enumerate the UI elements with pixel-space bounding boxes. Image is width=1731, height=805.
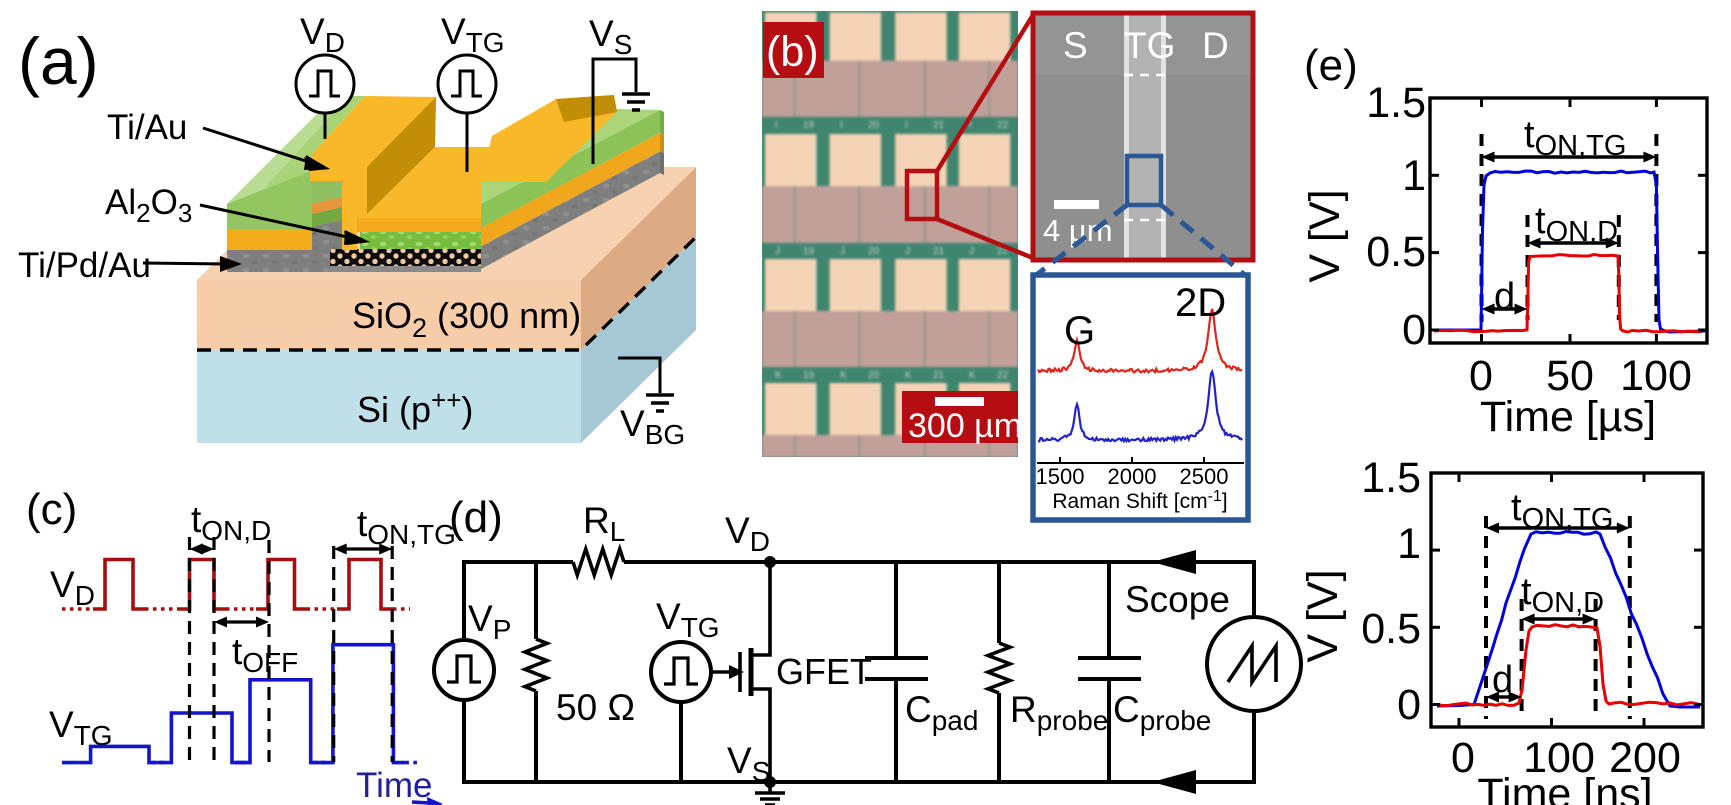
- svg-text:V [V]: V [V]: [1299, 569, 1347, 662]
- svg-text:Time: Time: [356, 766, 432, 805]
- svg-text:19: 19: [803, 370, 815, 381]
- svg-text:VTG: VTG: [49, 704, 113, 751]
- svg-text:0: 0: [1469, 352, 1493, 400]
- svg-text:22: 22: [997, 370, 1009, 381]
- svg-text:Time [ns]: Time [ns]: [1477, 770, 1652, 805]
- svg-text:0.5: 0.5: [1366, 228, 1426, 276]
- svg-text:22: 22: [997, 120, 1009, 131]
- svg-text:1500: 1500: [1036, 464, 1085, 489]
- svg-text:d: d: [1492, 659, 1513, 701]
- svg-text:J: J: [969, 246, 974, 257]
- svg-text:1: 1: [1397, 520, 1421, 568]
- svg-text:I: I: [775, 120, 778, 131]
- svg-text:(e): (e): [1304, 41, 1358, 90]
- svg-text:(c): (c): [26, 485, 77, 534]
- svg-text:Raman Shift [cm-1]: Raman Shift [cm-1]: [1052, 488, 1227, 513]
- svg-text:1: 1: [1402, 152, 1426, 200]
- svg-text:I: I: [840, 120, 843, 131]
- svg-text:(d): (d): [449, 493, 503, 542]
- svg-text:Ti/Au: Ti/Au: [107, 108, 187, 147]
- svg-text:K: K: [905, 370, 912, 381]
- svg-text:K: K: [775, 370, 782, 381]
- svg-text:21: 21: [933, 370, 945, 381]
- svg-text:K: K: [969, 370, 976, 381]
- svg-text:VD: VD: [50, 564, 95, 611]
- svg-text:200: 200: [1609, 734, 1681, 782]
- svg-text:20: 20: [868, 120, 880, 131]
- svg-text:100: 100: [1523, 734, 1595, 782]
- svg-text:20: 20: [868, 370, 880, 381]
- svg-text:1.5: 1.5: [1361, 454, 1421, 502]
- svg-text:J: J: [905, 246, 910, 257]
- svg-text:S: S: [1063, 25, 1088, 66]
- svg-text:I: I: [969, 120, 972, 131]
- svg-text:K: K: [840, 370, 847, 381]
- svg-text:0.5: 0.5: [1361, 605, 1421, 653]
- svg-text:Time [µs]: Time [µs]: [1480, 393, 1656, 441]
- svg-text:22: 22: [997, 246, 1009, 257]
- svg-text:D: D: [1202, 25, 1229, 66]
- svg-text:GFET: GFET: [776, 651, 872, 692]
- svg-text:2000: 2000: [1108, 464, 1157, 489]
- svg-text:50 Ω: 50 Ω: [556, 687, 635, 728]
- svg-text:J: J: [840, 246, 845, 257]
- svg-text:20: 20: [868, 246, 880, 257]
- svg-text:0: 0: [1397, 681, 1421, 729]
- svg-text:J: J: [775, 246, 780, 257]
- svg-text:19: 19: [803, 246, 815, 257]
- svg-text:Scope: Scope: [1125, 579, 1230, 620]
- svg-text:Al2O3: Al2O3: [105, 183, 192, 228]
- svg-text:0: 0: [1402, 306, 1426, 354]
- svg-text:TG: TG: [1124, 25, 1175, 66]
- svg-text:I: I: [905, 120, 908, 131]
- svg-text:G: G: [1064, 309, 1095, 353]
- svg-text:V [V]: V [V]: [1301, 189, 1349, 282]
- svg-text:50: 50: [1546, 352, 1594, 400]
- svg-text:(b): (b): [766, 28, 819, 76]
- svg-text:19: 19: [803, 120, 815, 131]
- svg-text:100: 100: [1620, 352, 1692, 400]
- svg-text:Ti/Pd/Au: Ti/Pd/Au: [18, 246, 151, 285]
- svg-text:2D: 2D: [1175, 281, 1226, 325]
- svg-text:2500: 2500: [1180, 464, 1229, 489]
- svg-text:d: d: [1494, 276, 1515, 318]
- svg-text:300 µm: 300 µm: [908, 407, 1022, 445]
- svg-text:1.5: 1.5: [1366, 79, 1426, 127]
- svg-text:21: 21: [933, 120, 945, 131]
- svg-text:0: 0: [1451, 734, 1475, 782]
- svg-text:(a): (a): [18, 24, 99, 98]
- svg-text:SiO2 (300 nm): SiO2 (300 nm): [352, 295, 581, 343]
- svg-text:21: 21: [933, 246, 945, 257]
